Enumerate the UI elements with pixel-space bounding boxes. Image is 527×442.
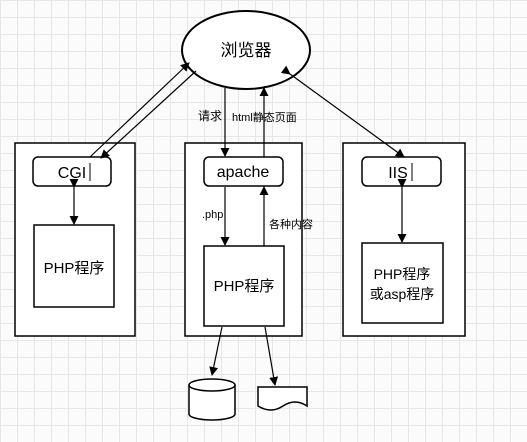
apache-label: apache xyxy=(217,164,270,181)
php-left-label: PHP程序 xyxy=(44,260,105,277)
database-icon xyxy=(188,378,236,421)
edge-label-request: 请求 xyxy=(198,109,222,123)
edge-cgi-to-browser xyxy=(89,62,190,158)
php-center-label: PHP程序 xyxy=(214,278,275,295)
edge-label-various-content: 各种内容 xyxy=(269,217,313,231)
edge-label-php-ext: .php xyxy=(202,209,223,221)
php-right-label-line2: 或asp程序 xyxy=(370,286,435,302)
edge-browser-iis xyxy=(280,65,405,158)
php-center-box xyxy=(203,245,285,327)
apache-box xyxy=(203,156,284,187)
edge-browser-to-cgi xyxy=(100,70,197,159)
document-icon xyxy=(257,386,308,411)
edge-php-to-database xyxy=(209,326,223,376)
php-right-label-line1: PHP程序 xyxy=(374,266,431,282)
browser-node xyxy=(181,10,311,90)
edge-label-html-static: html静态页面 xyxy=(232,110,297,124)
edge-php-to-document xyxy=(264,326,279,386)
iis-label: IIS xyxy=(388,165,408,182)
php-left-box xyxy=(33,224,115,308)
cgi-label: CGI xyxy=(58,165,86,182)
browser-label: 浏览器 xyxy=(221,41,272,60)
php-right-box xyxy=(361,242,444,324)
